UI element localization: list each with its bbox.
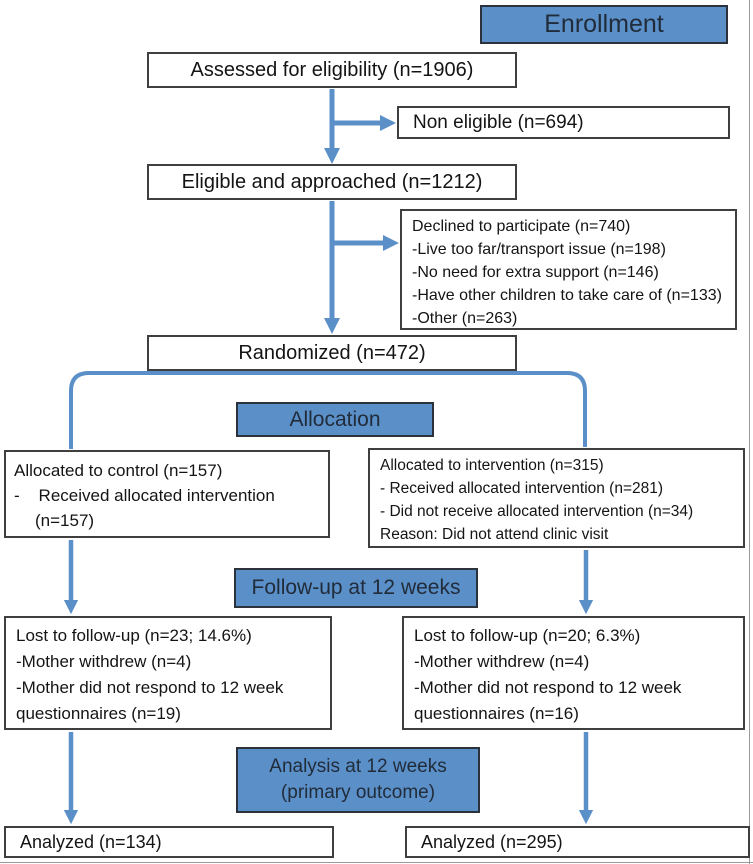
node-randomized: Randomized (n=472) xyxy=(147,335,517,371)
node-allocated-intervention: Allocated to intervention (n=315) - Rece… xyxy=(368,448,745,548)
followup-header: Follow-up at 12 weeks xyxy=(234,568,478,608)
declined-line: -Other (n=263) xyxy=(412,310,518,327)
allocated-intervention-line: Reason: Did not attend clinic visit xyxy=(380,526,609,543)
declined-line: -No need for extra support (n=146) xyxy=(412,264,659,281)
declined-line: -Have other children to take care of (n=… xyxy=(412,287,722,304)
lost-control-line: Lost to follow-up (n=23; 14.6%) xyxy=(16,626,252,645)
figure-right-border xyxy=(749,0,750,864)
randomized-label: Randomized (n=472) xyxy=(238,341,426,364)
lost-intervention-line: Lost to follow-up (n=20; 6.3%) xyxy=(414,626,641,645)
allocated-control-line: Allocated to control (n=157) xyxy=(14,461,223,480)
analyzed-intervention-label: Analyzed (n=295) xyxy=(421,831,563,852)
followup-header-label: Follow-up at 12 weeks xyxy=(251,576,461,599)
declined-line: -Live too far/transport issue (n=198) xyxy=(412,241,666,258)
allocated-control-line: - Received allocated intervention xyxy=(14,486,275,505)
lost-control-line: -Mother withdrew (n=4) xyxy=(16,652,192,671)
node-lost-followup-control: Lost to follow-up (n=23; 14.6%) -Mother … xyxy=(4,616,332,730)
node-lost-followup-intervention: Lost to follow-up (n=20; 6.3%) -Mother w… xyxy=(402,616,745,730)
node-analyzed-control: Analyzed (n=134) xyxy=(4,826,334,858)
allocated-control-line: (n=157) xyxy=(35,511,95,530)
lost-intervention-line: questionnaires (n=16) xyxy=(414,704,579,723)
allocated-intervention-line: - Did not receive allocated intervention… xyxy=(380,503,694,520)
lost-control-line: questionnaires (n=19) xyxy=(16,704,181,723)
allocated-intervention-line: Allocated to intervention (n=315) xyxy=(380,457,604,474)
analysis-header-line1: Analysis at 12 weeks xyxy=(269,756,447,777)
allocation-header-label: Allocation xyxy=(289,407,381,431)
analysis-header-line2: (primary outcome) xyxy=(280,782,436,803)
allocated-intervention-line: - Received allocated intervention (n=281… xyxy=(380,480,664,497)
allocation-header: Allocation xyxy=(236,402,434,437)
figure-bottom-border xyxy=(0,862,753,863)
enrollment-header: Enrollment xyxy=(480,5,728,44)
non-eligible-label: Non eligible (n=694) xyxy=(413,111,584,133)
analyzed-control-label: Analyzed (n=134) xyxy=(20,831,162,852)
node-analyzed-intervention: Analyzed (n=295) xyxy=(405,826,750,858)
node-allocated-control: Allocated to control (n=157) - Received … xyxy=(4,450,330,538)
node-eligible-approached: Eligible and approached (n=1212) xyxy=(147,164,517,200)
analysis-header: Analysis at 12 weeks (primary outcome) xyxy=(236,747,480,813)
node-assessed-for-eligibility: Assessed for eligibility (n=1906) xyxy=(147,52,517,88)
lost-intervention-line: -Mother withdrew (n=4) xyxy=(414,652,590,671)
lost-control-line: -Mother did not respond to 12 week xyxy=(16,678,284,697)
lost-intervention-line: -Mother did not respond to 12 week xyxy=(414,678,682,697)
declined-line: Declined to participate (n=740) xyxy=(412,218,631,235)
node-declined-to-participate: Declined to participate (n=740) -Live to… xyxy=(400,209,737,330)
node-non-eligible: Non eligible (n=694) xyxy=(397,106,730,139)
enrollment-header-label: Enrollment xyxy=(544,10,664,38)
assessed-label: Assessed for eligibility (n=1906) xyxy=(190,58,474,81)
eligible-label: Eligible and approached (n=1212) xyxy=(181,170,483,193)
